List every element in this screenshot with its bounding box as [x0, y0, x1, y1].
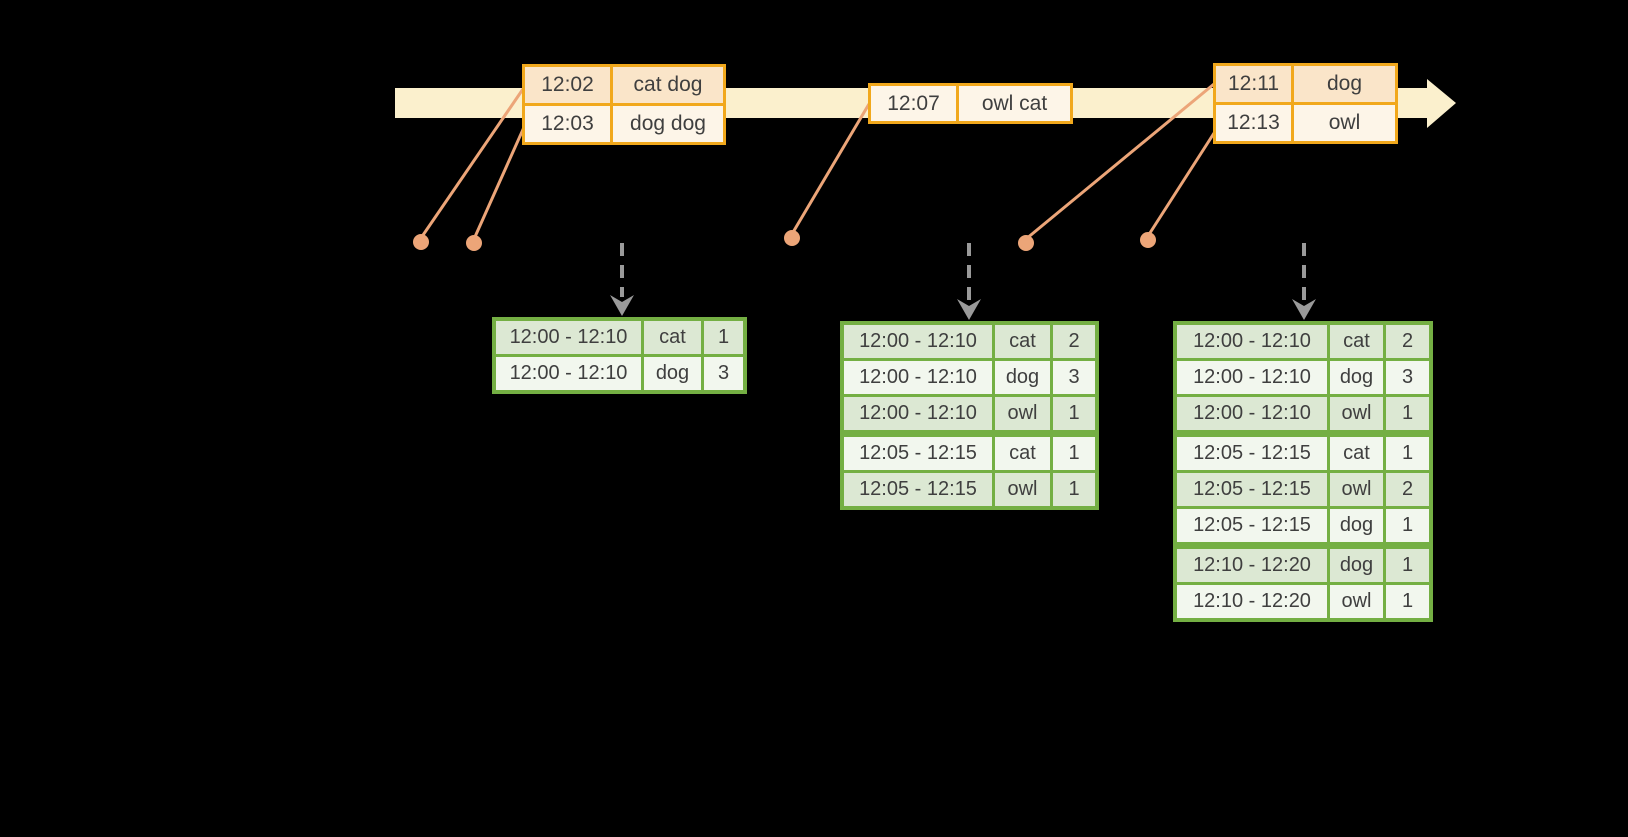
- word: owl: [1330, 585, 1383, 618]
- count: 3: [1386, 361, 1429, 394]
- input-events-table-2: 12:07 owl cat: [868, 83, 1073, 124]
- count: 1: [704, 321, 743, 354]
- window-range: 12:00 - 12:10: [844, 397, 992, 430]
- count: 2: [1386, 473, 1429, 506]
- word: dog: [1330, 509, 1383, 542]
- event-row: 12:02 cat dog: [525, 67, 723, 103]
- result-row: 12:00 - 12:10 dog 3: [844, 361, 1095, 394]
- count: 2: [1386, 325, 1429, 358]
- count: 1: [1386, 585, 1429, 618]
- word: owl: [995, 397, 1050, 430]
- word: cat: [1330, 325, 1383, 358]
- count: 3: [704, 357, 743, 390]
- down-arrow-icon: [1292, 299, 1316, 320]
- window-range: 12:05 - 12:15: [1177, 473, 1327, 506]
- word: owl: [1330, 473, 1383, 506]
- event-dot: [413, 234, 429, 250]
- input-events-table-1: 12:02 cat dog 12:03 dog dog: [522, 64, 726, 145]
- event-words: dog dog: [613, 106, 723, 142]
- result-row: 12:00 - 12:10 cat 2: [844, 325, 1095, 358]
- event-dot: [784, 230, 800, 246]
- event-time: 12:03: [525, 106, 610, 142]
- result-row: 12:05 - 12:15 cat 1: [1177, 437, 1429, 470]
- event-words: owl cat: [959, 86, 1070, 121]
- event-words: dog: [1294, 66, 1395, 102]
- event-connector-line: [1025, 82, 1215, 241]
- word: owl: [1330, 397, 1383, 430]
- result-row: 12:00 - 12:10 dog 3: [1177, 361, 1429, 394]
- window-range: 12:10 - 12:20: [1177, 549, 1327, 582]
- result-row: 12:05 - 12:15 dog 1: [1177, 509, 1429, 542]
- word: dog: [644, 357, 701, 390]
- count: 1: [1053, 473, 1095, 506]
- word: dog: [1330, 361, 1383, 394]
- event-row: 12:03 dog dog: [525, 106, 723, 142]
- window-range: 12:00 - 12:10: [844, 361, 992, 394]
- event-time: 12:07: [871, 86, 956, 121]
- event-time: 12:11: [1216, 66, 1291, 102]
- word: cat: [1330, 437, 1383, 470]
- event-dot: [1140, 232, 1156, 248]
- event-row: 12:07 owl cat: [871, 86, 1070, 121]
- window-range: 12:05 - 12:15: [1177, 509, 1327, 542]
- result-row: 12:05 - 12:15 owl 1: [844, 473, 1095, 506]
- event-words: owl: [1294, 105, 1395, 141]
- event-row: 12:13 owl: [1216, 105, 1395, 141]
- event-time: 12:02: [525, 67, 610, 103]
- event-time: 12:13: [1216, 105, 1291, 141]
- result-table-2: 12:00 - 12:10 cat 2 12:00 - 12:10 dog 3 …: [840, 321, 1099, 510]
- down-arrow-icon: [957, 299, 981, 320]
- event-words: cat dog: [613, 67, 723, 103]
- count: 1: [1053, 437, 1095, 470]
- event-connector-line: [472, 124, 527, 240]
- down-arrow-icon: [610, 295, 634, 316]
- count: 2: [1053, 325, 1095, 358]
- window-range: 12:00 - 12:10: [496, 321, 641, 354]
- result-table-3: 12:00 - 12:10 cat 2 12:00 - 12:10 dog 3 …: [1173, 321, 1433, 622]
- result-table-1: 12:00 - 12:10 cat 1 12:00 - 12:10 dog 3: [492, 317, 747, 394]
- window-range: 12:00 - 12:10: [844, 325, 992, 358]
- result-row: 12:00 - 12:10 owl 1: [1177, 397, 1429, 430]
- word: owl: [995, 473, 1050, 506]
- event-dot: [1018, 235, 1034, 251]
- word: cat: [995, 325, 1050, 358]
- count: 1: [1053, 397, 1095, 430]
- window-range: 12:00 - 12:10: [496, 357, 641, 390]
- result-row: 12:00 - 12:10 dog 3: [496, 357, 743, 390]
- event-connector-line: [419, 88, 525, 239]
- event-row: 12:11 dog: [1216, 66, 1395, 102]
- window-range: 12:05 - 12:15: [844, 473, 992, 506]
- timeline-arrowhead-icon: [1427, 79, 1456, 128]
- window-range: 12:05 - 12:15: [1177, 437, 1327, 470]
- count: 1: [1386, 509, 1429, 542]
- word: cat: [995, 437, 1050, 470]
- result-row: 12:10 - 12:20 owl 1: [1177, 585, 1429, 618]
- event-connector-line: [1146, 129, 1218, 237]
- count: 1: [1386, 437, 1429, 470]
- result-row: 12:00 - 12:10 cat 1: [496, 321, 743, 354]
- word: dog: [1330, 549, 1383, 582]
- window-range: 12:00 - 12:10: [1177, 325, 1327, 358]
- event-connector-line: [790, 103, 871, 235]
- result-row: 12:10 - 12:20 dog 1: [1177, 549, 1429, 582]
- event-dot: [466, 235, 482, 251]
- word: dog: [995, 361, 1050, 394]
- result-row: 12:05 - 12:15 cat 1: [844, 437, 1095, 470]
- result-row: 12:00 - 12:10 cat 2: [1177, 325, 1429, 358]
- result-row: 12:05 - 12:15 owl 2: [1177, 473, 1429, 506]
- word: cat: [644, 321, 701, 354]
- window-range: 12:05 - 12:15: [844, 437, 992, 470]
- window-range: 12:10 - 12:20: [1177, 585, 1327, 618]
- window-range: 12:00 - 12:10: [1177, 397, 1327, 430]
- count: 3: [1053, 361, 1095, 394]
- window-range: 12:00 - 12:10: [1177, 361, 1327, 394]
- input-events-table-3: 12:11 dog 12:13 owl: [1213, 63, 1398, 144]
- count: 1: [1386, 397, 1429, 430]
- count: 1: [1386, 549, 1429, 582]
- result-row: 12:00 - 12:10 owl 1: [844, 397, 1095, 430]
